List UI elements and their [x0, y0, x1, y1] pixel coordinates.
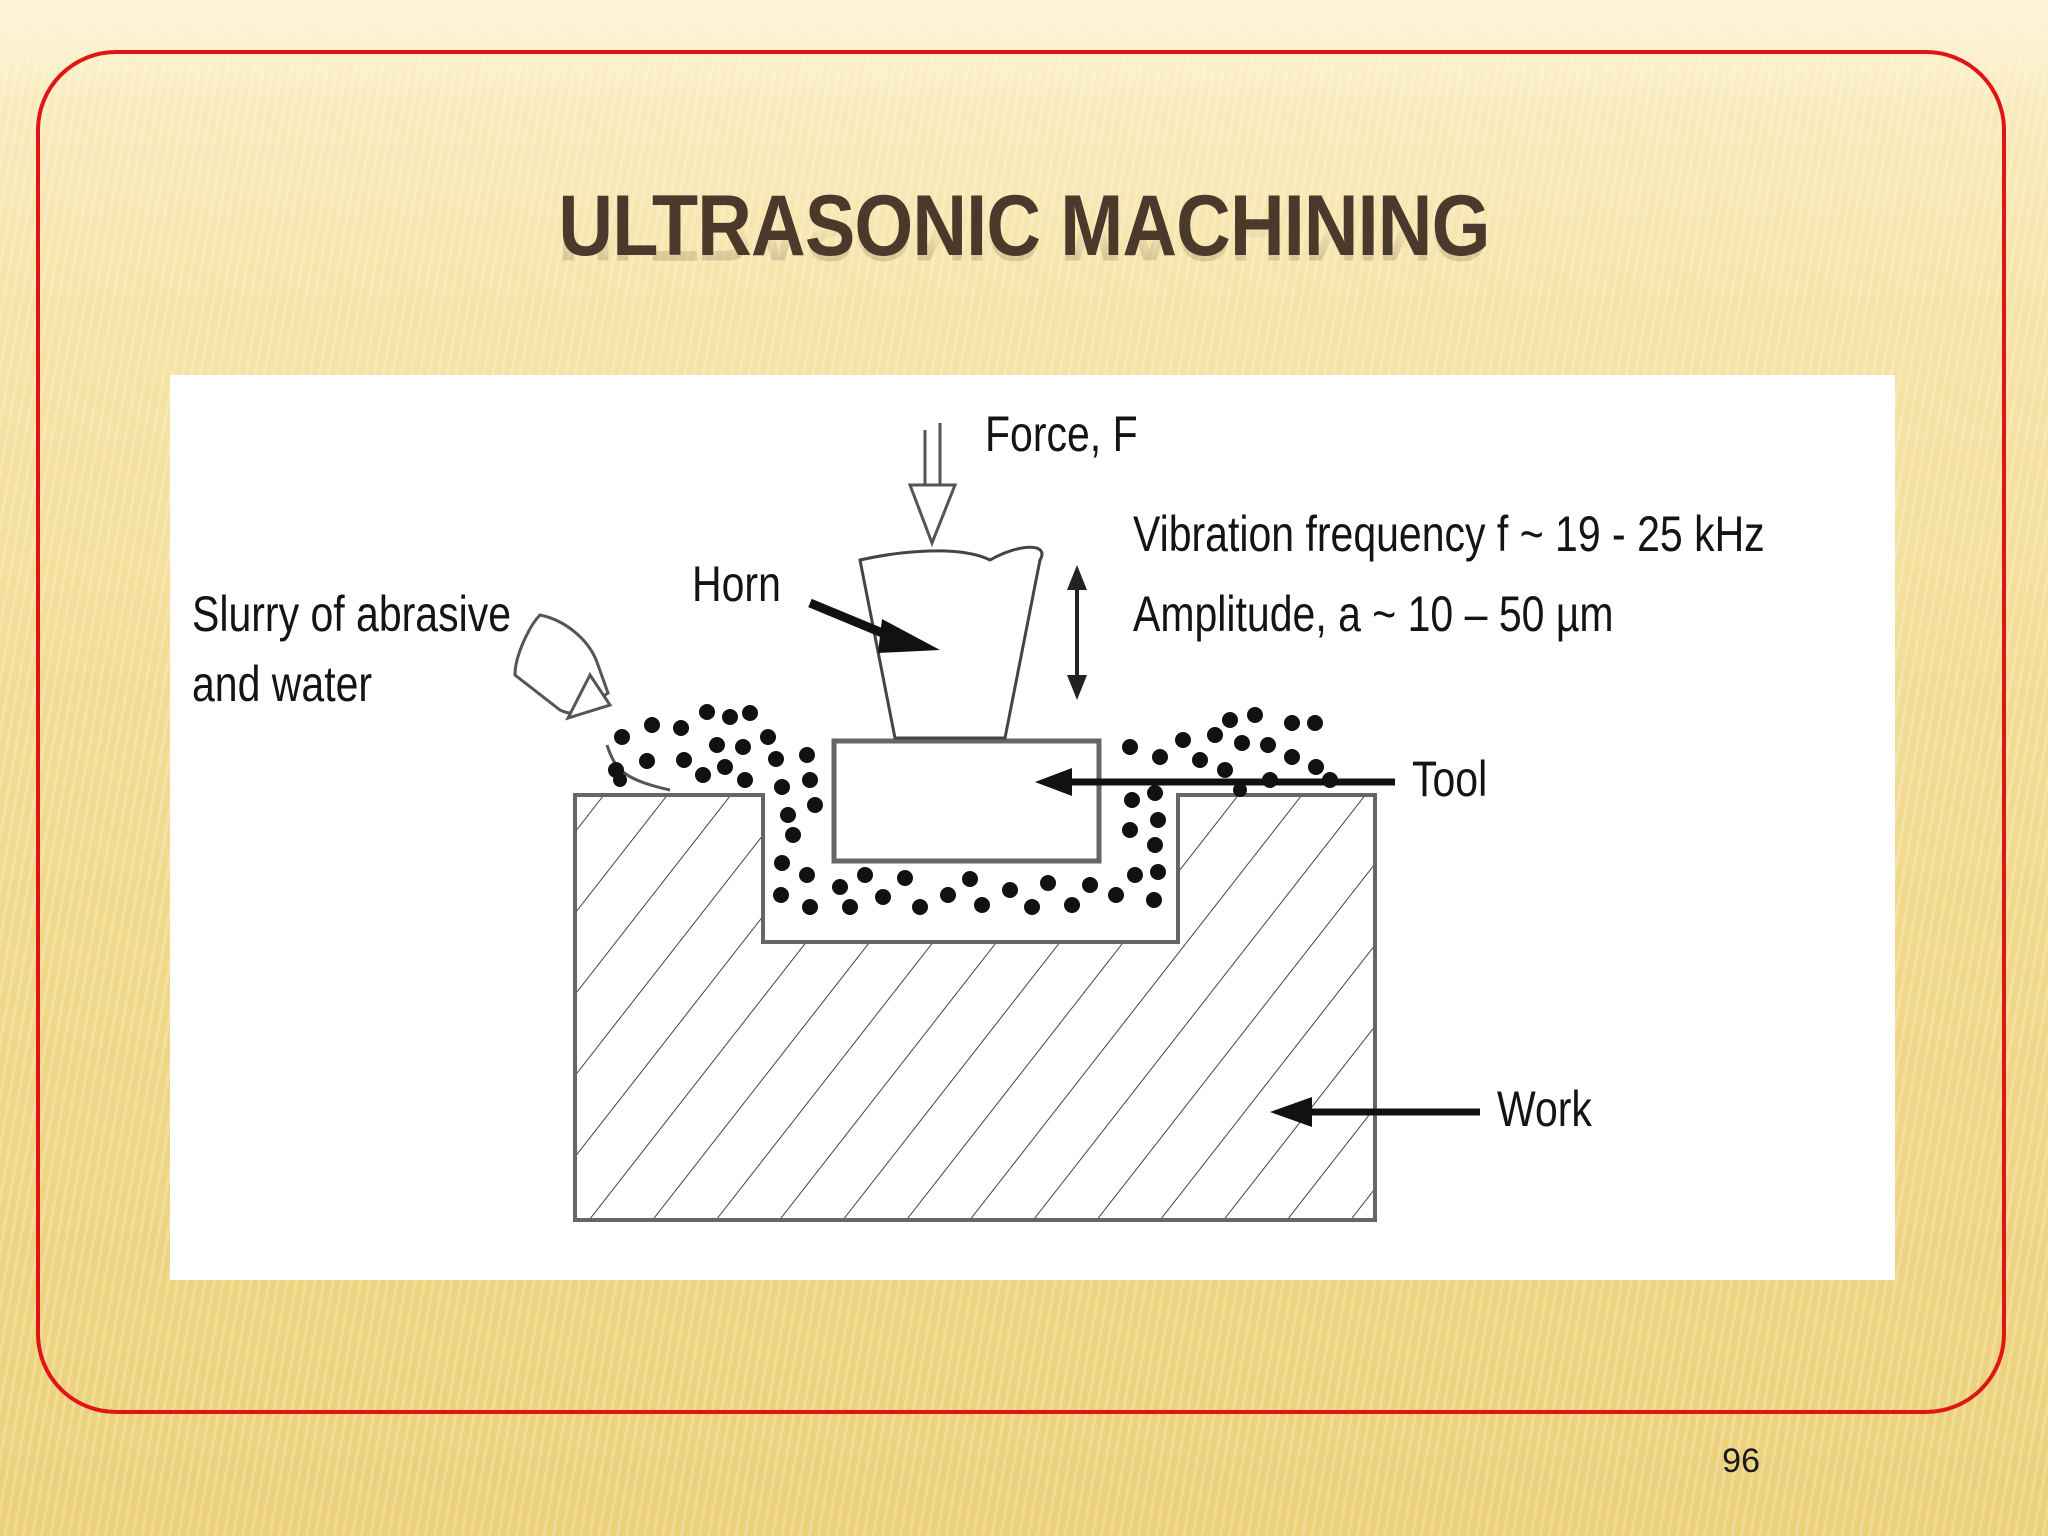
- horn-label: Horn: [692, 556, 781, 612]
- vibration-arrow: [1067, 565, 1087, 700]
- slide-background-band: [0, 0, 2048, 110]
- ultrasonic-machining-diagram: Force, F Horn Slurry of abrasive and wat…: [170, 375, 1895, 1280]
- slurry-label-line1: Slurry of abrasive: [192, 586, 512, 642]
- tool-pointer-arrow: [1035, 768, 1395, 796]
- work-label: Work: [1497, 1081, 1592, 1137]
- slide-frame: [36, 50, 2006, 1414]
- tool-label: Tool: [1412, 751, 1488, 807]
- force-label: Force, F: [985, 406, 1138, 462]
- slurry-label-line2: and water: [192, 656, 373, 712]
- tool-block: [831, 738, 1102, 864]
- amplitude-label: Amplitude, a ~ 10 – 50 µm: [1133, 586, 1614, 642]
- cavity-outline: [761, 795, 1180, 944]
- abrasive-particles: [608, 704, 1338, 915]
- slide-title: ULTRASONIC MACHINING: [558, 178, 1490, 274]
- horn-pointer-arrow: [808, 598, 940, 653]
- work-pointer-arrow: [1270, 1097, 1480, 1127]
- force-arrow: [907, 423, 958, 548]
- diagram-drawing: [513, 423, 1480, 1222]
- slide-title-reflection: ULTRASONIC MACHINING: [558, 218, 1490, 278]
- slurry-nozzle: [513, 613, 671, 792]
- vibration-frequency-label: Vibration frequency f ~ 19 - 25 kHz: [1133, 506, 1765, 562]
- horn: [858, 545, 1044, 740]
- page-number: 96: [1722, 1442, 1760, 1480]
